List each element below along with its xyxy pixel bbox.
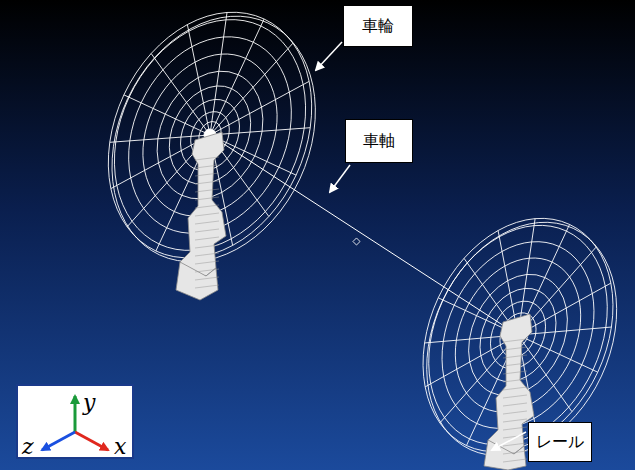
callout-box: 車輪 [343, 5, 413, 47]
rail-mesh [503, 371, 527, 374]
rail-mesh [503, 419, 527, 422]
rail-mesh [503, 459, 527, 462]
rail-mesh [503, 395, 527, 398]
center-mark [353, 238, 360, 245]
rail-mesh [195, 197, 219, 200]
rail-mesh [195, 157, 219, 160]
axis-panel [17, 385, 133, 458]
axis-label: z [22, 436, 34, 458]
axis-label: y [83, 392, 95, 414]
rail-mesh [503, 387, 527, 390]
rail-left [176, 132, 226, 300]
rail-mesh [503, 427, 527, 430]
leader-arrow [316, 42, 342, 70]
leader-arrow [330, 165, 350, 192]
rail-mesh [195, 285, 219, 288]
rail-mesh [195, 189, 219, 192]
rail-mesh [503, 443, 527, 446]
rail-mesh [195, 229, 219, 232]
rail-mesh [195, 261, 219, 264]
rail-mesh [503, 411, 527, 414]
rail-right [484, 314, 534, 470]
callout-box: 車軸 [345, 119, 413, 163]
rail-mesh [195, 277, 219, 280]
callout-text: 車軸 [363, 131, 395, 152]
axle-line [210, 135, 518, 335]
rail-mesh [195, 253, 219, 256]
rail-mesh [503, 347, 527, 350]
rail-mesh [195, 221, 219, 224]
y-axis-arrow [74, 396, 77, 432]
rail-mesh [195, 213, 219, 216]
callout-text: レール [536, 432, 584, 453]
rail-mesh [195, 237, 219, 240]
leader-arrow [492, 432, 526, 450]
rail-mesh [195, 245, 219, 248]
rail-mesh [503, 339, 527, 342]
rail-mesh [195, 173, 219, 176]
rail-mesh [503, 403, 527, 406]
rail-mesh [503, 379, 527, 382]
z-axis-arrow [42, 432, 75, 450]
rail-mesh [503, 451, 527, 454]
wheel-wireframe [69, 0, 355, 295]
rail-mesh [503, 363, 527, 366]
callout-text: 車輪 [362, 16, 394, 37]
callout-box: レール [528, 422, 592, 462]
rail-mesh [503, 355, 527, 358]
rail-mesh [195, 181, 219, 184]
rail-mesh [195, 205, 219, 208]
rail-mesh [195, 165, 219, 168]
wheel-wireframe [386, 187, 635, 470]
x-axis-arrow [75, 432, 108, 450]
rail-mesh [195, 269, 219, 272]
axis-label: x [114, 436, 126, 458]
